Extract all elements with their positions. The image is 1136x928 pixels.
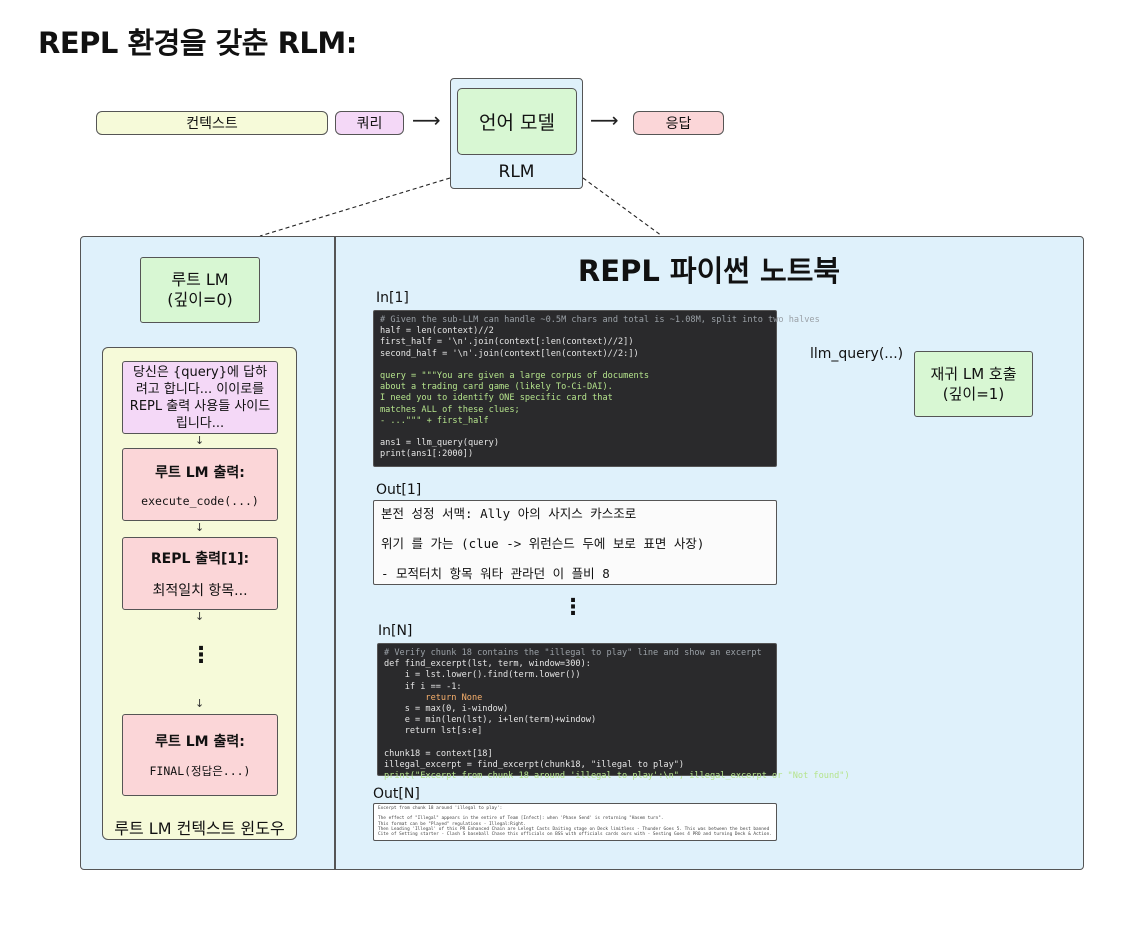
down-arrow-1: ↓ xyxy=(195,434,205,447)
code-line: print("Excerpt from chunk 18 around 'ill… xyxy=(384,771,850,782)
rlm-label: RLM xyxy=(498,162,535,182)
code-line: def find_excerpt(lst, term, window=300): xyxy=(384,659,591,670)
outN-label: Out[N] xyxy=(373,786,420,802)
down-arrow-4: ↓ xyxy=(195,697,205,710)
code-line xyxy=(380,427,770,438)
root-ellipsis: ⋮ xyxy=(190,643,212,668)
root-final-output-box: 루트 LM 출력: FINAL(정답은...) xyxy=(122,714,278,796)
code-line: half = len(context)//2 xyxy=(380,326,494,337)
code-line: if i == -1: xyxy=(384,681,462,692)
code-line: matches ALL of these clues; xyxy=(380,404,520,415)
notebook-title: REPL 파이썬 노트북 xyxy=(577,254,841,288)
root-output-1-code: execute_code(...) xyxy=(141,493,259,508)
code-line: s = max(0, i-window) xyxy=(384,704,509,715)
out1-line: 본전 성정 서맥: Ally 아의 사지스 카스조로 xyxy=(381,506,637,521)
code-line: first_half = '\n'.join(context[:len(cont… xyxy=(380,337,634,348)
output-line: Cite of Setting starter - Clash S baseba… xyxy=(378,832,772,838)
output-line: This format can be "Played" regulations … xyxy=(378,821,527,827)
down-arrow-2: ↓ xyxy=(195,521,205,534)
code-line: e = min(len(lst), i+len(term)+window) xyxy=(384,715,597,726)
root-output-1-box: 루트 LM 출력: execute_code(...) xyxy=(122,448,278,521)
output-line: The effect of "Illegal" appears in the e… xyxy=(378,816,664,822)
repl-output-1-body: 최적일치 항목... xyxy=(152,582,248,599)
repl-output-1-head: REPL 출력[1]: xyxy=(150,550,250,567)
root-prompt-box: 당신은 {query}에 답하려고 합니다... 이이로를 REPL 출력 사용… xyxy=(122,361,278,434)
panel-divider xyxy=(334,237,336,869)
code-line: i = lst.lower().find(term.lower()) xyxy=(384,670,581,681)
code-line: illegal_excerpt = find_excerpt(chunk18, … xyxy=(384,760,685,771)
code-line: return lst[s:e] xyxy=(384,726,483,737)
code-line: return None xyxy=(384,692,483,703)
inN-code-cell[interactable]: # Verify chunk 18 contains the "illegal … xyxy=(377,643,850,781)
dashed-link-left xyxy=(259,177,451,237)
code-line: I need you to identify ONE specific card… xyxy=(380,393,613,404)
inN-label: In[N] xyxy=(378,623,413,639)
query-box: 쿼리 xyxy=(335,111,404,135)
output-line: Excerpt from chunk 18 around 'illegal to… xyxy=(378,806,503,811)
code-line: ans1 = llm_query(query) xyxy=(380,438,499,449)
arrow-query-to-model: ⟶ xyxy=(412,108,441,132)
code-line: second_half = '\n'.join(context[len(cont… xyxy=(380,348,639,359)
out1-label: Out[1] xyxy=(376,482,422,498)
code-line: print(ans1[:2000]) xyxy=(380,449,474,460)
context-box: 컨텍스트 xyxy=(96,111,328,135)
code-line: # Given the sub-LLM can handle ~0.5M cha… xyxy=(380,315,820,325)
code-line: query = """You are given a large corpus … xyxy=(380,371,650,382)
notebook-ellipsis: ⋮ xyxy=(562,595,584,620)
context-window-label: 루트 LM 컨텍스트 윈도우 xyxy=(114,819,285,838)
output-line: Then Leading 'Illegal' of this PR Enhanc… xyxy=(378,826,770,832)
code-line: chunk18 = context[18] xyxy=(384,748,493,759)
response-box: 응답 xyxy=(633,111,724,135)
root-output-1-head: 루트 LM 출력: xyxy=(155,464,245,481)
root-lm-box: 루트 LM (깊이=0) xyxy=(140,257,260,323)
out1-line: 위기 를 가는 (clue -> 위런슨드 두에 보로 표면 사장) xyxy=(381,536,705,551)
code-line: - ...""" + first_half xyxy=(380,415,489,426)
outN-output-cell: Excerpt from chunk 18 around 'illegal to… xyxy=(373,803,777,841)
code-line: about a trading card game (likely To-Ci-… xyxy=(380,382,613,393)
out1-line: - 모적터치 항목 워타 관라던 이 플비 8 xyxy=(381,566,610,581)
code-line xyxy=(384,738,770,749)
dashed-link-right xyxy=(582,177,663,237)
llm-query-label: llm_query(...) xyxy=(810,346,904,362)
code-line: # Verify chunk 18 contains the "illegal … xyxy=(384,648,762,658)
page-title: REPL 환경을 갖춘 RLM: xyxy=(38,26,357,60)
root-final-head: 루트 LM 출력: xyxy=(155,734,245,750)
root-final-code: FINAL(정답은...) xyxy=(149,764,251,778)
arrow-model-to-response: ⟶ xyxy=(590,108,619,132)
in1-label: In[1] xyxy=(376,290,409,306)
in1-code-cell[interactable]: # Given the sub-LLM can handle ~0.5M cha… xyxy=(373,310,820,467)
repl-output-1-box: REPL 출력[1]: 최적일치 항목... xyxy=(122,537,278,610)
recursive-lm-box: 재귀 LM 호출 (깊이=1) xyxy=(914,351,1033,417)
code-line xyxy=(380,360,770,371)
out1-output-cell: 본전 성정 서맥: Ally 아의 사지스 카스조로 위기 를 가는 (clue… xyxy=(373,500,777,585)
down-arrow-3: ↓ xyxy=(195,610,205,623)
language-model-box: 언어 모델 xyxy=(457,88,577,155)
